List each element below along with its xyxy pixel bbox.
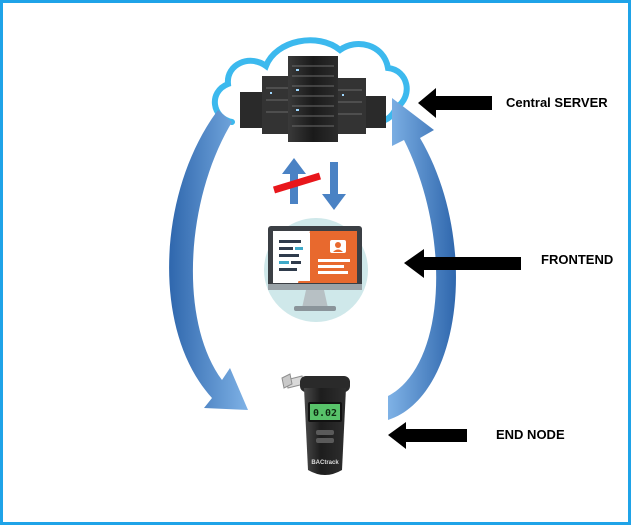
cloud-server-icon <box>211 37 410 142</box>
arrow-down-icon <box>322 162 346 210</box>
flow-arrow-device-to-server <box>388 98 456 420</box>
arrow-left-icon <box>418 88 494 118</box>
pointer-arrows <box>388 88 524 449</box>
flow-arrow-server-to-device <box>169 110 248 410</box>
breathalyzer-icon: 0.02 BACtrack <box>281 373 350 475</box>
label-frontend: FRONTEND <box>541 252 614 267</box>
device-brand: BACtrack <box>311 460 339 466</box>
device-display-value: 0.02 <box>313 408 337 419</box>
monitor-icon <box>264 218 368 322</box>
label-central-server: Central SERVER <box>506 95 608 110</box>
sync-arrows <box>272 158 346 210</box>
arrow-left-icon <box>404 249 524 278</box>
label-end-node: END NODE <box>496 427 565 442</box>
blocked-mark <box>272 172 322 194</box>
arrow-left-icon <box>388 422 470 449</box>
